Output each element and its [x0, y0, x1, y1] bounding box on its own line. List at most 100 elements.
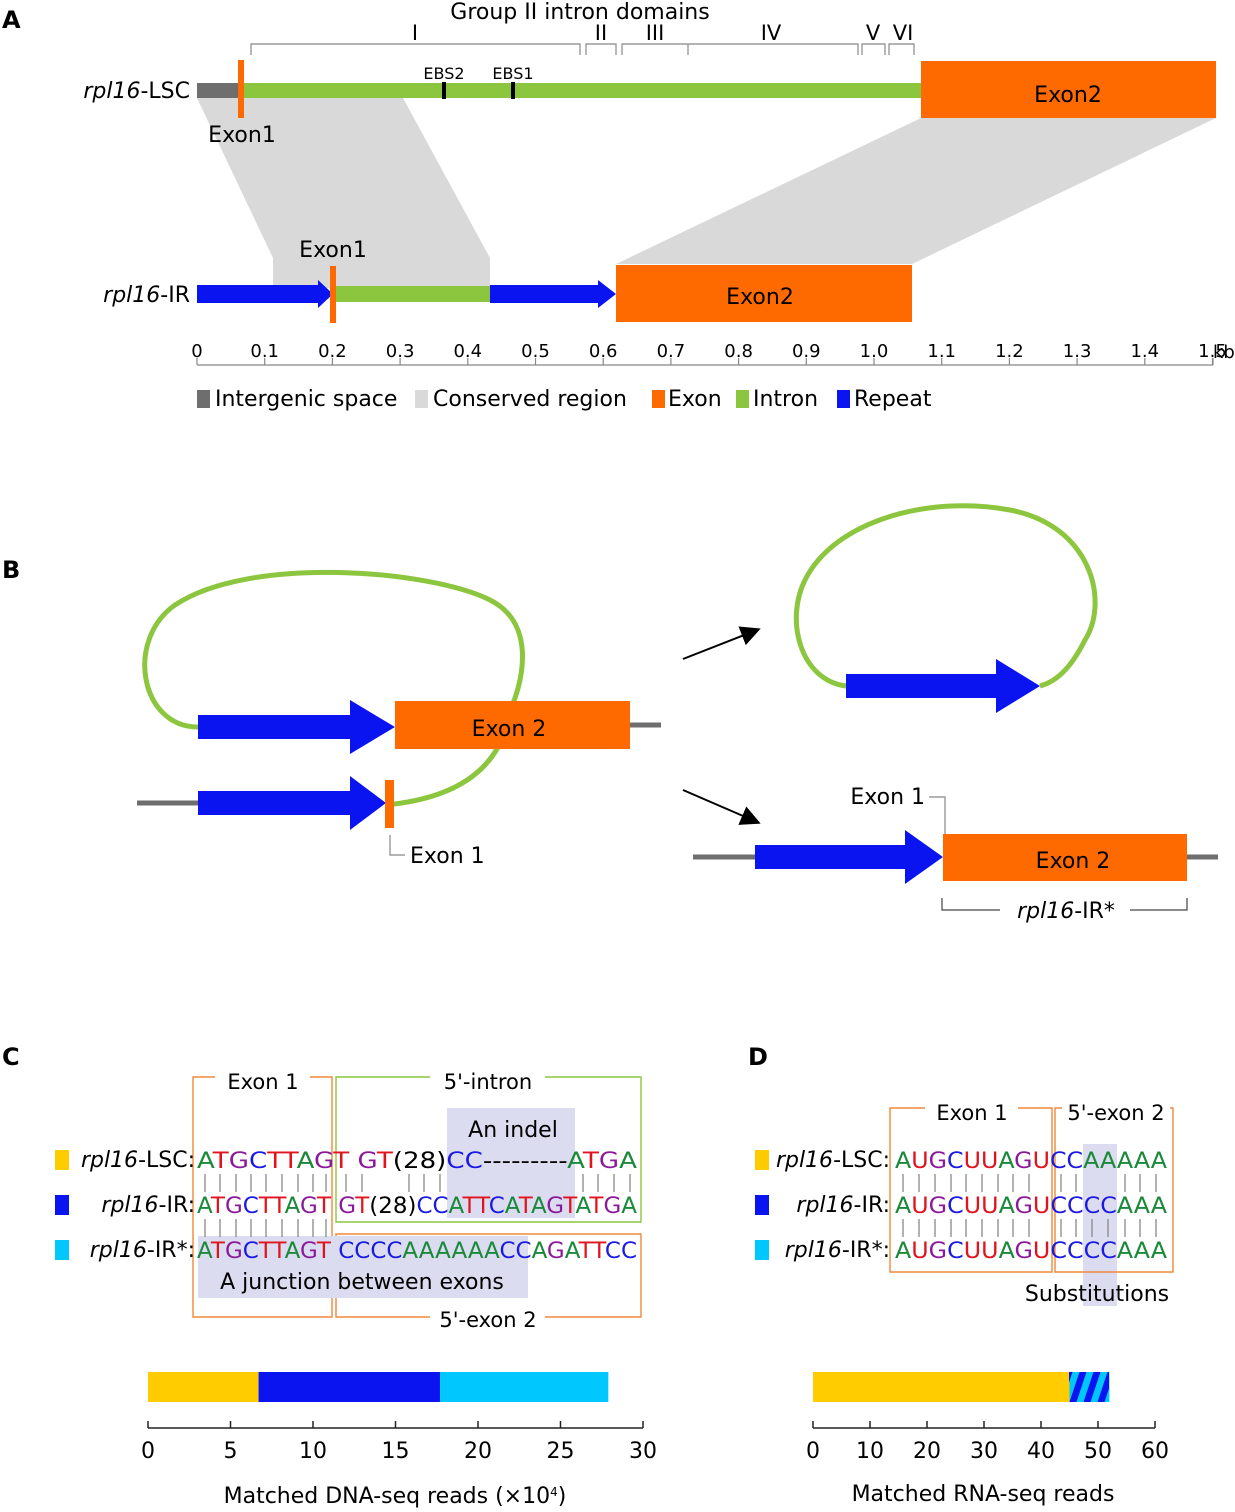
bar-axis-tick-label: 10 [856, 1439, 884, 1464]
c-exon2-box-label: 5'-exon 2 [439, 1308, 536, 1332]
d-bar-stripe [1126, 1372, 1143, 1402]
domain-brackets [250, 43, 915, 55]
c-rest-base: - [483, 1149, 492, 1174]
d-bar-stripe [1112, 1372, 1129, 1402]
precursor-repeat-lower [198, 776, 386, 830]
precursor-intron-loop [142, 569, 525, 808]
d-exon1-base: G [929, 1194, 947, 1219]
d-exon1-base: U [1033, 1239, 1050, 1264]
d-rest-base: A [1134, 1194, 1151, 1219]
ebs2-label: EBS2 [423, 64, 464, 83]
c-junction-label: A junction between exons [220, 1270, 504, 1295]
d-swatch-irstar [755, 1240, 769, 1260]
c-intron-box-label: 5'-intron [444, 1070, 532, 1094]
axis-tick-label: 1.2 [995, 341, 1024, 362]
d-rest-base: C [1067, 1239, 1084, 1264]
product-exon2-label: Exon 2 [1036, 849, 1111, 874]
bar-axis-tick-label: 5 [224, 1439, 238, 1464]
c-rest-base: ) [407, 1194, 416, 1219]
axis-tick-label: 0.3 [386, 341, 415, 362]
panel-a-legend: Intergenic space Conserved region Exon I… [197, 387, 932, 412]
panel-b: B Exon 2 Exon 1 Exon 2 Exon 1 rpl16-IR* [2, 503, 1218, 924]
c-rest-base: C [605, 1239, 621, 1264]
c-rest-base: A [451, 1239, 467, 1264]
product-label: rpl16-IR* [1017, 899, 1115, 924]
c-rest-base: - [502, 1149, 511, 1174]
panel-a-letter: A [2, 6, 21, 34]
ir-exon1 [330, 266, 336, 323]
d-exon1-base: C [947, 1149, 964, 1174]
product-repeat [755, 830, 943, 884]
d-rest-base: C [1050, 1194, 1067, 1219]
d-exon1-base: G [1014, 1149, 1032, 1174]
c-rest-base: T [461, 1194, 477, 1219]
c-exon1-base: T [210, 1194, 226, 1219]
c-exon1-box-label: Exon 1 [227, 1070, 298, 1094]
d-exon1-base: U [981, 1239, 998, 1264]
c-exon1-base: G [300, 1239, 317, 1264]
legend-swatch-intron [736, 390, 749, 408]
c-rest-base: C [386, 1239, 402, 1264]
c-exon1-base: A [197, 1194, 213, 1219]
panel-d: D Exon 1 5'-exon 2 rpl16-LSC: rpl16-IR: … [748, 1043, 1174, 1507]
lsc-intron [242, 83, 921, 98]
axis-tick-label: 1.5 [1198, 341, 1227, 362]
axis-tick-label: 1.4 [1130, 341, 1159, 362]
axis-tick-label: 0.7 [657, 341, 686, 362]
c-rest-base: T [591, 1239, 607, 1264]
c-exon1-base: T [210, 1239, 226, 1264]
ebs1-mark [511, 82, 515, 99]
c-intron-box [335, 1076, 642, 1223]
lsc-exon2-label: Exon2 [1034, 83, 1102, 108]
c-exon2-box [335, 1233, 642, 1318]
c-rest-base: A [567, 1149, 585, 1174]
panel-d-letter: D [748, 1043, 768, 1071]
d-bar-stripe [1083, 1372, 1101, 1402]
d-exon1-box-label: Exon 1 [936, 1101, 1007, 1125]
panel-c-letter: C [2, 1043, 20, 1071]
d-xlabel: Matched RNA-seq reads [852, 1482, 1115, 1507]
d-rest-base: A [1117, 1149, 1134, 1174]
d-exon1-base: G [1014, 1239, 1032, 1264]
c-rest-base: A [484, 1239, 500, 1264]
c-bar-irstar [440, 1372, 609, 1402]
c-label-irstar: rpl16-IR*: [90, 1238, 195, 1263]
product-exon1-leader [929, 796, 946, 834]
d-exon1-base: G [929, 1149, 947, 1174]
legend-swatch-exon [652, 390, 665, 408]
bar-axis-tick-label: 30 [970, 1439, 998, 1464]
axis-tick-label: 0.5 [521, 341, 550, 362]
c-rest-base: 8 [393, 1194, 408, 1219]
c-exon1-base: G [225, 1194, 243, 1219]
c-rest-base: T [578, 1239, 594, 1264]
c-exon1-base: A [197, 1149, 215, 1174]
d-label-lsc: rpl16-LSC: [776, 1148, 890, 1173]
c-indel-label: An indel [468, 1118, 558, 1143]
axis-tick-label: 0.6 [589, 341, 618, 362]
c-exon1-base: T [258, 1239, 274, 1264]
c-exon1-base: G [300, 1194, 317, 1219]
lariat-loop [793, 503, 1098, 689]
c-exon1-base: T [258, 1194, 274, 1219]
arrow-to-spliced [682, 789, 761, 825]
legend-swatch-intergenic [197, 390, 210, 408]
c-exon1-base: G [314, 1149, 333, 1174]
d-rest-base: C [1084, 1239, 1101, 1264]
d-exon1-base: A [998, 1149, 1014, 1174]
domain-label-1: I [412, 21, 418, 45]
d-seq-lsc: AUGCUUAGUCCAAAAA [895, 1149, 1167, 1174]
d-rest-base: C [1067, 1194, 1084, 1219]
d-rest-base: C [1050, 1149, 1067, 1174]
c-rest-base: A [505, 1194, 521, 1219]
conserved-region-2 [616, 118, 1216, 264]
d-exon1-base: U [1033, 1149, 1050, 1174]
c-rest-base: - [521, 1149, 530, 1174]
c-rest-base: G [338, 1194, 355, 1219]
bar-axis-tick-label: 20 [913, 1439, 941, 1464]
axis-tick-label: 1.3 [1063, 341, 1092, 362]
lsc-exon1 [238, 60, 244, 118]
c-seq-gap [331, 1239, 338, 1264]
d-rest-base: A [1151, 1194, 1167, 1219]
c-rest-base: - [530, 1149, 539, 1174]
